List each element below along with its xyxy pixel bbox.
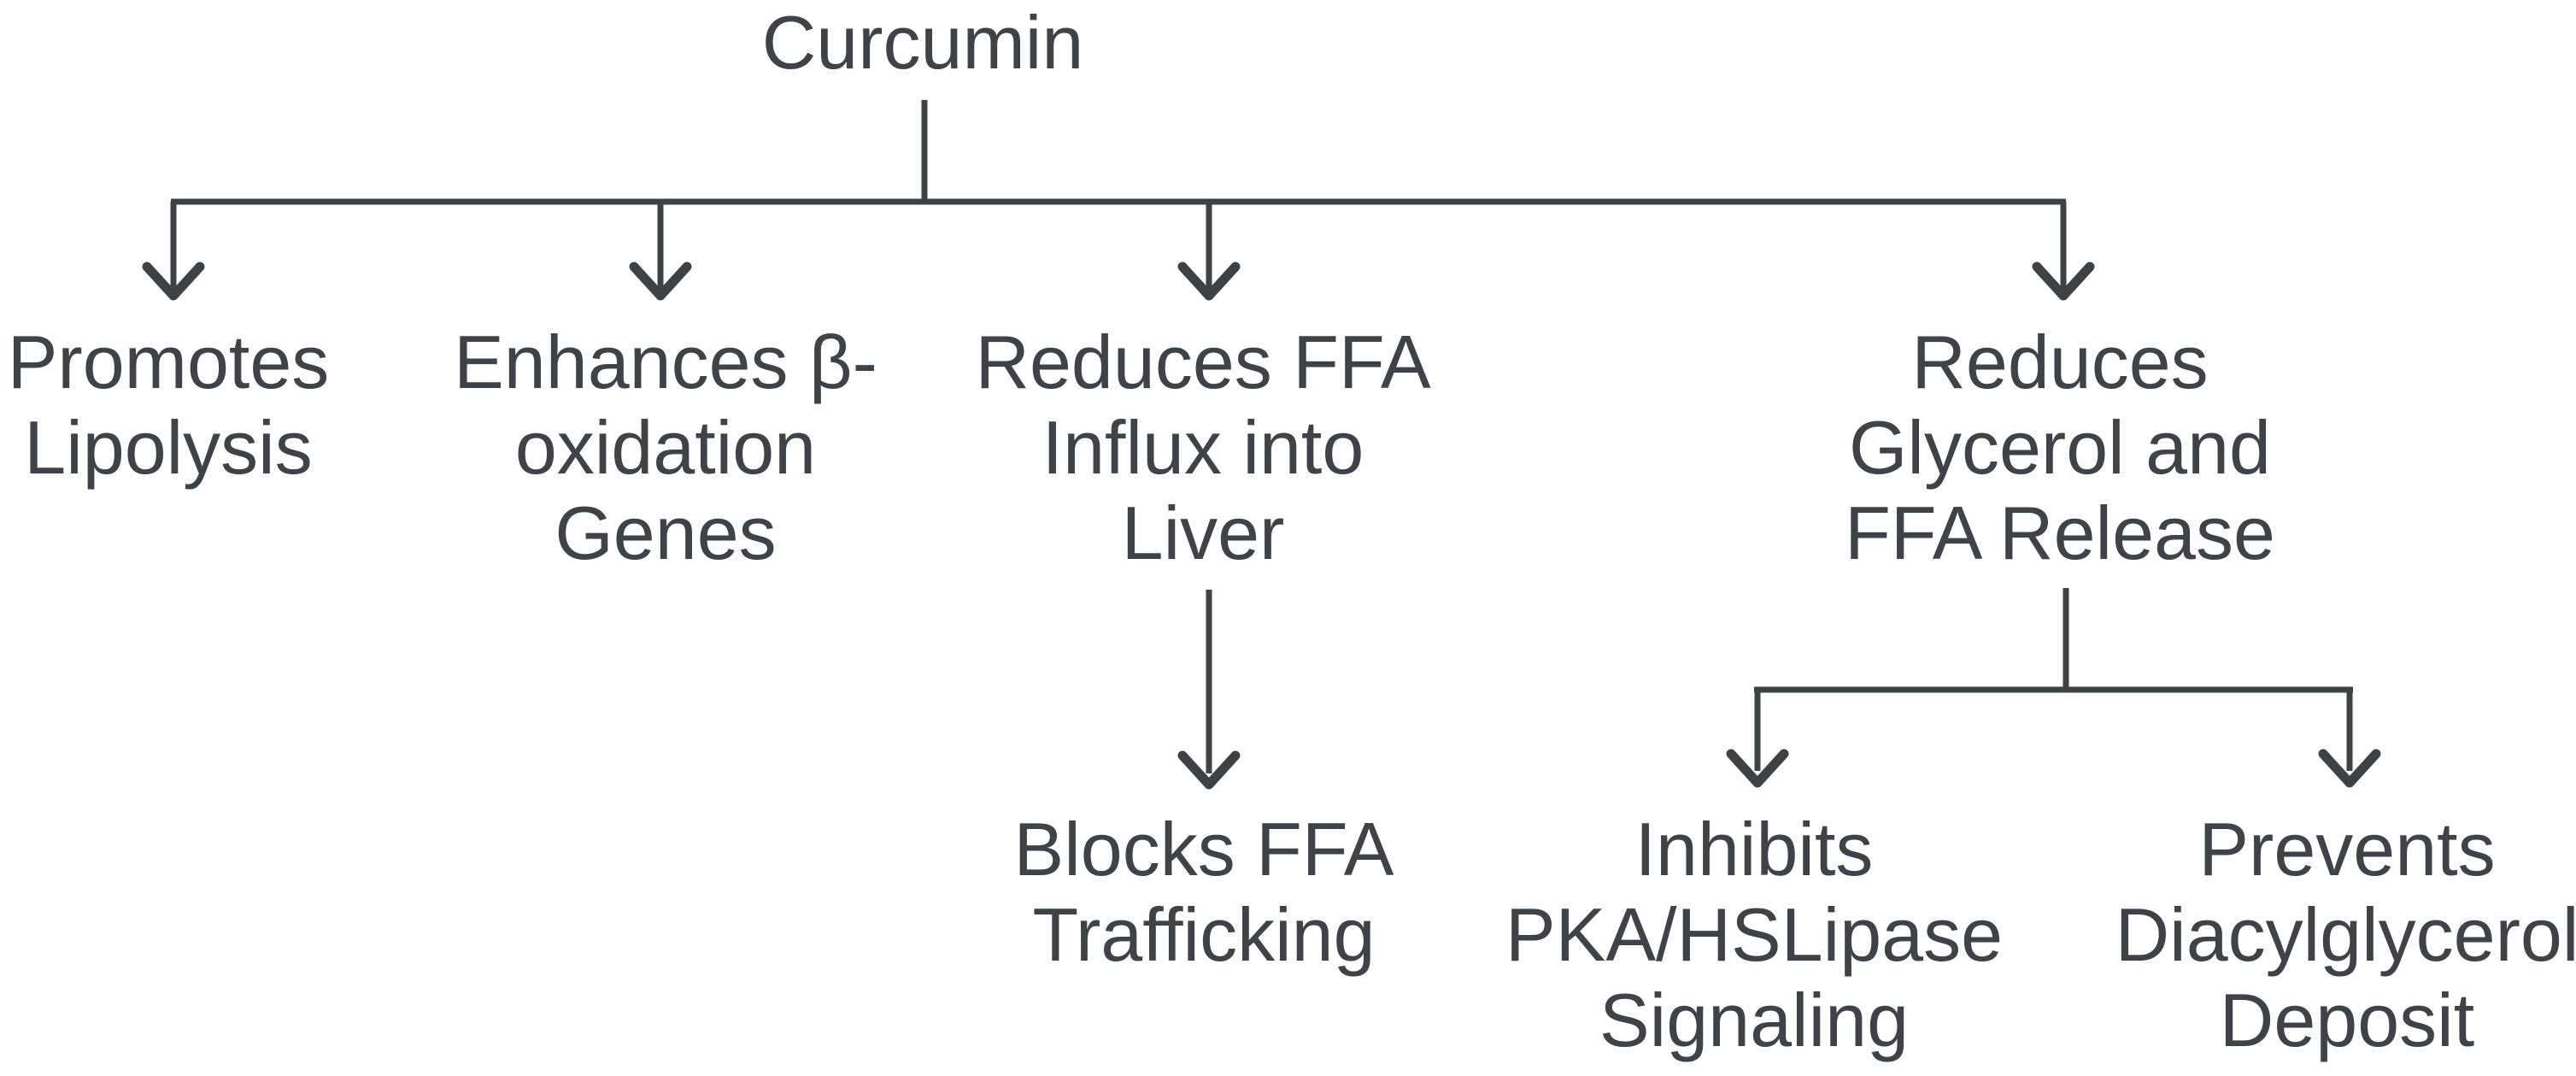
node-promotes-lipolysis: Promotes Lipolysis xyxy=(7,320,330,490)
branch3-arrowhead-icon xyxy=(1177,262,1241,301)
branch2-arrowhead-icon xyxy=(629,262,692,301)
inhibits-arrowhead-icon xyxy=(1726,749,1789,788)
branch4-arrowhead-icon xyxy=(2032,262,2095,301)
node-reduces-ffa-influx-into-liver: Reduces FFA Influx into Liver xyxy=(975,320,1431,575)
liver-to-trafficking-arrowhead-icon xyxy=(1177,750,1241,790)
branch1-arrowhead-icon xyxy=(142,262,205,301)
node-inhibits-pka-hslipase-signaling: Inhibits PKA/HSLipase Signaling xyxy=(1505,807,2004,1062)
node-enhances-beta-oxidation-genes: Enhances β- oxidation Genes xyxy=(454,320,877,575)
node-reduces-glycerol-and-ffa-release: Reduces Glycerol and FFA Release xyxy=(1845,320,2275,575)
node-blocks-ffa-trafficking: Blocks FFA Trafficking xyxy=(1013,807,1394,977)
node-prevents-diacylglycerol-deposit: Prevents Diacylglycerol Deposit xyxy=(2115,807,2576,1062)
prevents-arrowhead-icon xyxy=(2318,749,2381,788)
node-curcumin: Curcumin xyxy=(761,0,1084,85)
